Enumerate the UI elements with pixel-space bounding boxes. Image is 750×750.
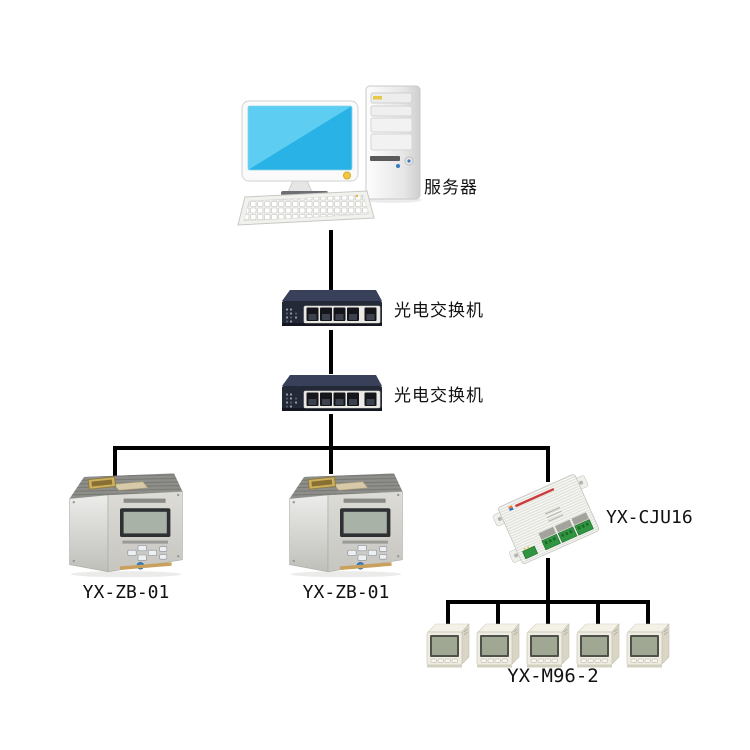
meter-buttons <box>580 658 608 663</box>
panel-meter-icon <box>526 623 570 668</box>
meter-buttons <box>630 658 658 663</box>
panel-meter-icon <box>626 623 670 668</box>
switch-leds <box>285 393 298 408</box>
meter-buttons <box>430 658 458 663</box>
meter-buttons <box>480 658 508 663</box>
panel-meter-icon <box>476 623 520 668</box>
wire-bus-meter2 <box>496 604 500 626</box>
wire-bus-collector <box>546 446 550 482</box>
relay-top-connector <box>87 476 149 491</box>
panel-meter-icon <box>576 623 620 668</box>
relay2-label: YX-ZB-01 <box>302 582 390 603</box>
switch-ports <box>306 392 377 406</box>
server-tower <box>364 85 422 203</box>
server-monitor <box>241 100 359 196</box>
meter-buttons <box>530 658 558 663</box>
bus-line-devices <box>113 446 550 450</box>
wire-server-switch1 <box>329 230 333 290</box>
relay1-label: YX-ZB-01 <box>82 582 170 603</box>
protection-relay-icon <box>289 473 403 578</box>
ethernet-switch-icon <box>282 375 382 411</box>
relay-keypad <box>347 545 388 561</box>
relay-top-connector <box>307 476 369 491</box>
wire-bus-meter3 <box>546 604 550 626</box>
server-label: 服务器 <box>424 178 478 197</box>
meter-label: YX-M96-2 <box>507 665 599 687</box>
protection-relay-icon <box>69 473 183 578</box>
panel-meter-2 <box>474 620 522 670</box>
collector-title-text <box>514 487 555 508</box>
wire-bus-relay2 <box>329 450 333 474</box>
panel-meter-icon <box>426 623 470 668</box>
wire-collector-meterbus <box>546 558 550 602</box>
switch-ports <box>306 307 377 321</box>
panel-meter-4 <box>574 620 622 670</box>
collector-terminals <box>522 519 594 560</box>
wire-switch1-switch2 <box>329 330 333 374</box>
collector-body <box>498 474 600 564</box>
panel-meter-1 <box>424 620 472 670</box>
wire-bus-meter4 <box>596 604 600 626</box>
panel-meter-5 <box>624 620 672 670</box>
wire-bus-meter1 <box>446 600 450 626</box>
monitor-power-button <box>343 171 351 180</box>
switch2-label: 光电交换机 <box>394 386 484 405</box>
server-keyboard <box>237 190 375 226</box>
relay-front-panel <box>292 493 400 570</box>
panel-meter-3 <box>524 620 572 670</box>
wire-bus-relay1 <box>113 446 117 480</box>
relay-keypad <box>127 545 168 561</box>
relay-front-panel <box>72 493 180 570</box>
wire-switch2-bus <box>329 414 333 450</box>
ethernet-switch-icon <box>282 290 382 326</box>
wire-bus-meter5 <box>646 600 650 626</box>
collector-connector-shells <box>538 512 589 540</box>
collector-label: YX-CJU16 <box>606 507 693 528</box>
switch-leds <box>285 308 298 323</box>
desktop-computer-icon <box>237 85 422 226</box>
switch1-label: 光电交换机 <box>394 301 484 320</box>
bus-line-meters <box>446 600 650 604</box>
data-collector-icon <box>492 474 600 564</box>
